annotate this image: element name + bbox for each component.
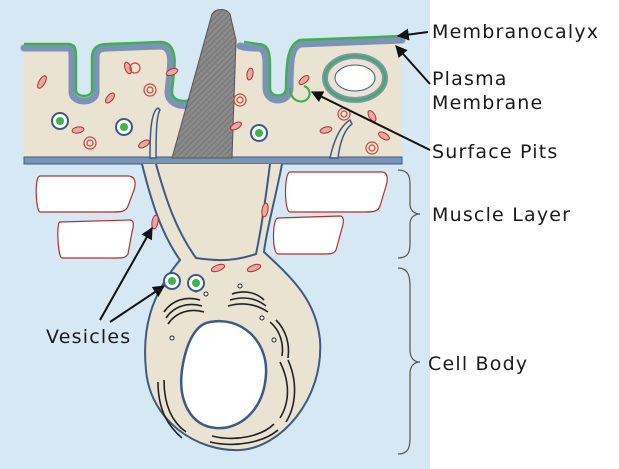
- label-surface-pits: Surface Pits: [432, 141, 559, 163]
- label-plasma-membrane-line2: Membrane: [432, 92, 543, 114]
- golgi-apparatus: [163, 291, 290, 359]
- endoplasmic-reticulum: [157, 359, 296, 446]
- tegument-syncytium: [20, 9, 406, 165]
- tegumental-spine: [171, 9, 237, 159]
- tegument-organelles: [37, 61, 390, 149]
- label-arrows: [99, 28, 431, 323]
- label-muscle-layer: Muscle Layer: [432, 204, 571, 226]
- nucleus: [180, 319, 268, 430]
- plasma-membrane: [20, 36, 406, 109]
- cell-body: [141, 163, 322, 452]
- muscle-layer-brace: [397, 169, 421, 259]
- label-membranocalyx: Membranocalyx: [432, 21, 599, 43]
- label-cell-body: Cell Body: [428, 353, 528, 375]
- label-plasma-membrane-line1: Plasma: [432, 68, 508, 90]
- cell-body-brace: [397, 267, 421, 455]
- cell-body-vesicles: [163, 272, 205, 292]
- label-vesicles: Vesicles: [46, 326, 131, 348]
- membranocalyx-layer: [24, 34, 403, 103]
- tegument-vesicles: [51, 112, 268, 142]
